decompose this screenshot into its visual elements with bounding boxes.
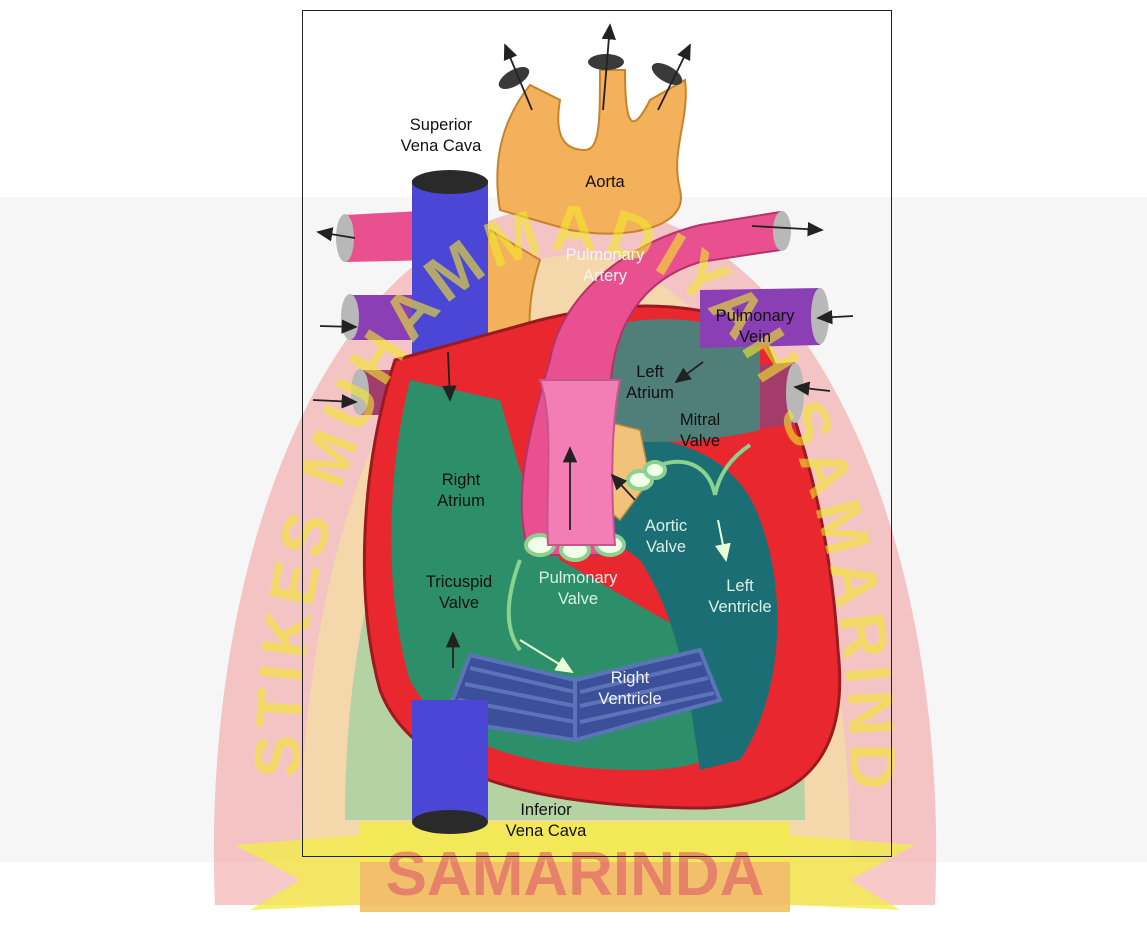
label-aorta: Aorta: [585, 172, 624, 193]
diagram-frame: [302, 10, 892, 857]
